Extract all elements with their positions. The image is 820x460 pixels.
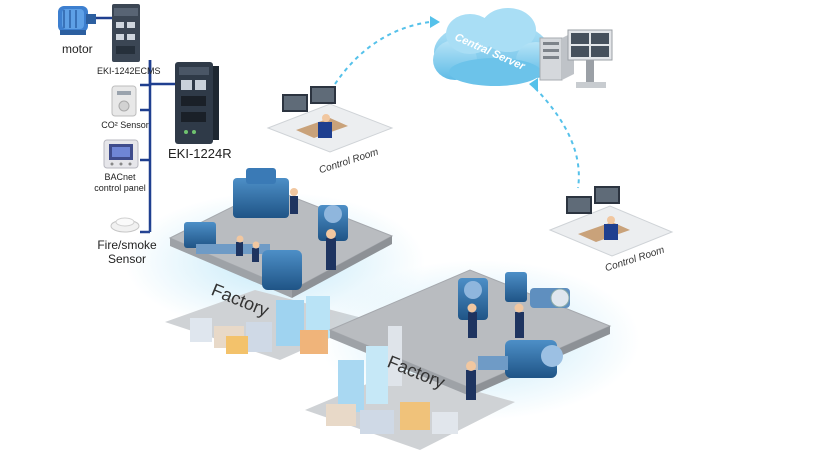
eki-1224r-device-icon <box>175 62 219 144</box>
bacnet-label-line2: control panel <box>94 183 146 193</box>
bacnet-control-panel-icon <box>103 139 139 169</box>
eki-1242ecms-label: EKI-1242ECMS <box>97 66 161 76</box>
motor-label: motor <box>62 42 93 56</box>
smoke-sensor-label-line2: Sensor <box>107 252 147 266</box>
eki-1224r-label: EKI-1224R <box>168 146 232 161</box>
motor-icon <box>58 6 96 35</box>
central-server-cloud <box>433 8 556 86</box>
server-workstation-icon <box>539 29 613 88</box>
arrowhead-from-cloud <box>529 78 538 92</box>
factory-right-machines <box>458 272 570 400</box>
eki-1242ecms-device-icon <box>112 4 140 62</box>
fire-smoke-sensor-icon <box>110 217 140 233</box>
co2-sensor-icon <box>111 85 137 117</box>
smoke-sensor-label-line1: Fire/smoke <box>97 238 157 252</box>
arrowhead-to-cloud <box>430 16 440 28</box>
co2-sensor-label: CO² Sensor <box>101 120 149 130</box>
control-room-top-icon <box>266 86 394 153</box>
factory-left-machines <box>184 168 348 290</box>
bacnet-label-line1: BACnet <box>104 172 136 182</box>
network-links <box>334 21 580 189</box>
control-room-right-icon <box>548 186 674 257</box>
city-right <box>326 326 458 434</box>
